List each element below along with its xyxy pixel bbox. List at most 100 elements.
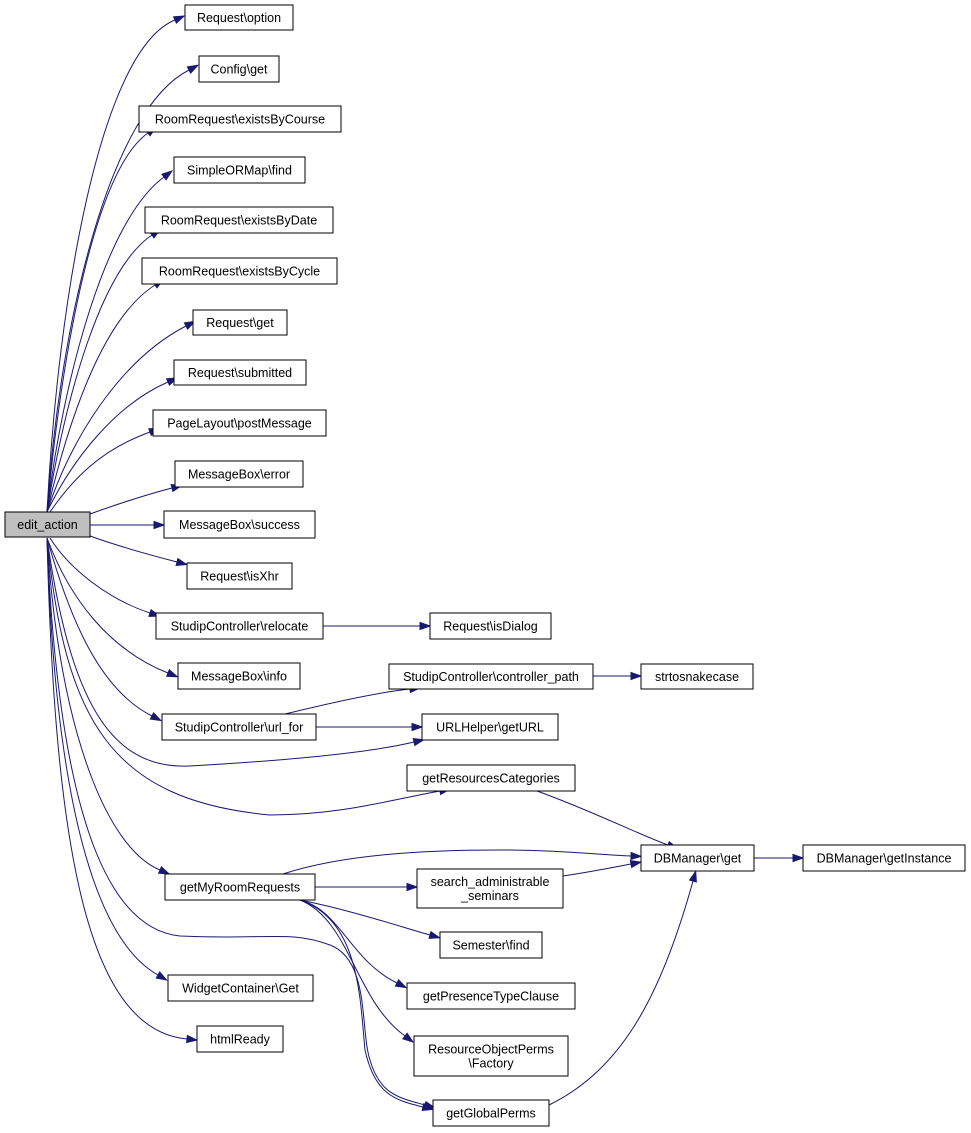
edge-edit_action-to-sc_url_for: [46, 537, 163, 722]
node-box: [421, 713, 559, 741]
edge-edit_action-to-messagebox_info: [46, 537, 179, 678]
node-urlhelper-geturl[interactable]: URLHelper\getURL: [421, 713, 559, 741]
node-box: [161, 713, 317, 741]
node-config-get[interactable]: Config\get: [198, 55, 280, 83]
arrowhead: [183, 320, 197, 330]
nodes-layer: edit_action Request\optionConfig\getRoomR…: [4, 4, 966, 1127]
node-request-isdialog[interactable]: Request\isDialog: [429, 612, 552, 640]
edge-line: [536, 790, 669, 846]
node-sc-url-for[interactable]: StudipController\url_for: [161, 713, 317, 741]
node-label: Request\get: [206, 316, 274, 330]
node-messagebox-error[interactable]: MessageBox\error: [174, 460, 304, 488]
edge-edit_action-to-messagebox_success: [90, 520, 166, 530]
node-sc-relocate[interactable]: StudipController\relocate: [155, 612, 324, 640]
node-box: [413, 1035, 569, 1077]
node-label: edit_action: [17, 518, 78, 532]
edge-line: [49, 537, 151, 614]
node-search-admin-seminars[interactable]: search_administrable_seminars: [416, 868, 564, 909]
node-request-option[interactable]: Request\option: [184, 4, 294, 31]
node-label: RoomRequest\existsByCourse: [155, 113, 325, 127]
edge-edit_action-to-urlhelper_geturl: [46, 537, 426, 767]
edge-line: [89, 535, 178, 563]
node-strtosnakecase[interactable]: strtosnakecase: [640, 663, 754, 690]
node-rr-exists-cycle[interactable]: RoomRequest\existsByCycle: [141, 257, 338, 285]
node-label: ResourceObjectPerms: [428, 1043, 554, 1057]
edge-line: [46, 537, 415, 767]
node-semester-find[interactable]: Semester\find: [439, 931, 543, 959]
node-widgetcontainer-get[interactable]: WidgetContainer\Get: [167, 974, 314, 1002]
node-get-presence-type-clause[interactable]: getPresenceTypeClause: [406, 982, 576, 1010]
node-rr-exists-date[interactable]: RoomRequest\existsByDate: [144, 206, 334, 234]
node-box: [155, 612, 324, 640]
node-label: getMyRoomRequests: [180, 881, 300, 895]
arrowhead: [155, 971, 168, 981]
node-dbmanager-getinstance[interactable]: DBManager\getInstance: [802, 844, 966, 872]
edge-search_admin_seminars-to-dbmanager_get: [562, 859, 643, 877]
edge-dbmanager_get-to-dbmanager_getinstance: [754, 853, 805, 863]
edges-layer: [46, 15, 805, 1111]
edge-get_my_room_requests-to-semester_find: [299, 899, 442, 939]
edge-line: [284, 688, 411, 715]
node-label: URLHelper\getURL: [436, 721, 544, 735]
arrowhead: [402, 1032, 415, 1043]
node-rr-exists-course[interactable]: RoomRequest\existsByCourse: [138, 105, 342, 133]
arrowhead: [428, 930, 442, 939]
node-label: strtosnakecase: [655, 670, 739, 684]
node-box: [640, 663, 754, 690]
edge-edit_action-to-request_get: [46, 320, 197, 513]
edge-get_my_room_requests-to-resource_object_perms_factory: [299, 899, 415, 1043]
node-box: [439, 931, 543, 959]
node-get-resources-categories[interactable]: getResourcesCategories: [406, 764, 576, 792]
arrowhead: [419, 621, 432, 631]
edge-edit_action-to-rr_exists_course: [46, 126, 158, 513]
arrowhead: [161, 170, 174, 181]
arrowhead: [406, 882, 419, 892]
node-pagelayout-postmessage[interactable]: PageLayout\postMessage: [152, 409, 327, 437]
arrowhead: [157, 865, 171, 875]
edge-sc_relocate-to-request_isdialog: [323, 621, 432, 631]
node-box: [416, 868, 564, 909]
node-sc-controller-path[interactable]: StudipController\controller_path: [388, 663, 594, 690]
arrowhead: [630, 851, 643, 861]
arrowhead: [394, 979, 408, 989]
node-label: DBManager\get: [654, 852, 742, 866]
edge-get_resources_categories-to-dbmanager_get: [536, 790, 679, 849]
node-request-submitted[interactable]: Request\submitted: [173, 359, 307, 386]
edge-line: [46, 325, 187, 513]
node-resource-object-perms-factory[interactable]: ResourceObjectPerms\Factory: [413, 1035, 569, 1077]
node-label: MessageBox\success: [179, 518, 300, 532]
node-get-global-perms[interactable]: getGlobalPerms: [432, 1099, 550, 1127]
node-edit-action[interactable]: edit_action: [4, 511, 91, 538]
edge-line: [46, 537, 188, 1040]
node-simpleormap-find[interactable]: SimpleORMap\find: [173, 156, 306, 184]
edge-line: [46, 381, 169, 513]
node-box: [802, 844, 966, 872]
arrowhead: [630, 671, 643, 681]
node-get-my-room-requests[interactable]: getMyRoomRequests: [164, 873, 316, 901]
node-box: [406, 982, 576, 1010]
node-label: getPresenceTypeClause: [423, 990, 559, 1004]
edge-line: [299, 899, 398, 984]
node-label: Semester\find: [452, 939, 529, 953]
arrowhead: [186, 1034, 199, 1044]
node-html-ready[interactable]: htmlReady: [196, 1025, 284, 1053]
arrowhead: [186, 64, 200, 74]
node-messagebox-success[interactable]: MessageBox\success: [163, 510, 316, 539]
node-request-get[interactable]: Request\get: [192, 309, 288, 336]
node-messagebox-info[interactable]: MessageBox\info: [177, 662, 301, 690]
edge-line: [299, 899, 406, 1037]
node-box: [163, 510, 316, 539]
node-dbmanager-get[interactable]: DBManager\get: [640, 844, 755, 872]
edge-line: [299, 899, 431, 936]
node-box: [406, 764, 576, 792]
edge-edit_action-to-request_option: [46, 15, 186, 513]
node-request-isxhr[interactable]: Request\isXhr: [186, 562, 293, 590]
node-box: [192, 309, 288, 336]
node-label: WidgetContainer\Get: [182, 982, 299, 996]
arrowhead: [149, 712, 163, 722]
node-box: [173, 156, 306, 184]
arrowhead: [412, 738, 426, 747]
node-label: PageLayout\postMessage: [167, 417, 312, 431]
node-label: SimpleORMap\find: [187, 164, 292, 178]
node-box: [4, 511, 91, 538]
